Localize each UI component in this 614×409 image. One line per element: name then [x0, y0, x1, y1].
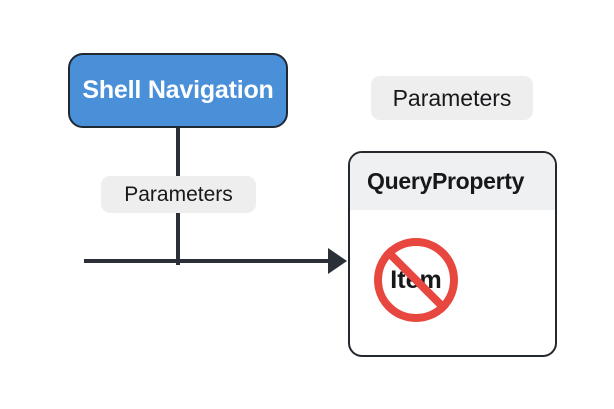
- node-shell-navigation[interactable]: Shell Navigation: [68, 53, 288, 128]
- chip-parameters-top: Parameters: [371, 76, 533, 120]
- query-property-header: QueryProperty: [350, 153, 555, 210]
- chip-parameters-connector: Parameters: [101, 176, 256, 213]
- node-shell-navigation-label: Shell Navigation: [82, 76, 274, 104]
- query-property-title: QueryProperty: [367, 168, 525, 194]
- prohibited-icon: Item: [374, 238, 458, 322]
- node-query-property[interactable]: QueryProperty Item: [348, 151, 557, 357]
- prohibited-icon-ring: [374, 238, 458, 322]
- chip-parameters-connector-label: Parameters: [124, 182, 233, 206]
- connector-horizontal-line: [84, 259, 341, 263]
- query-property-body: Item: [350, 210, 555, 355]
- chip-parameters-top-label: Parameters: [392, 84, 512, 111]
- connector-arrowhead-icon: [328, 248, 347, 274]
